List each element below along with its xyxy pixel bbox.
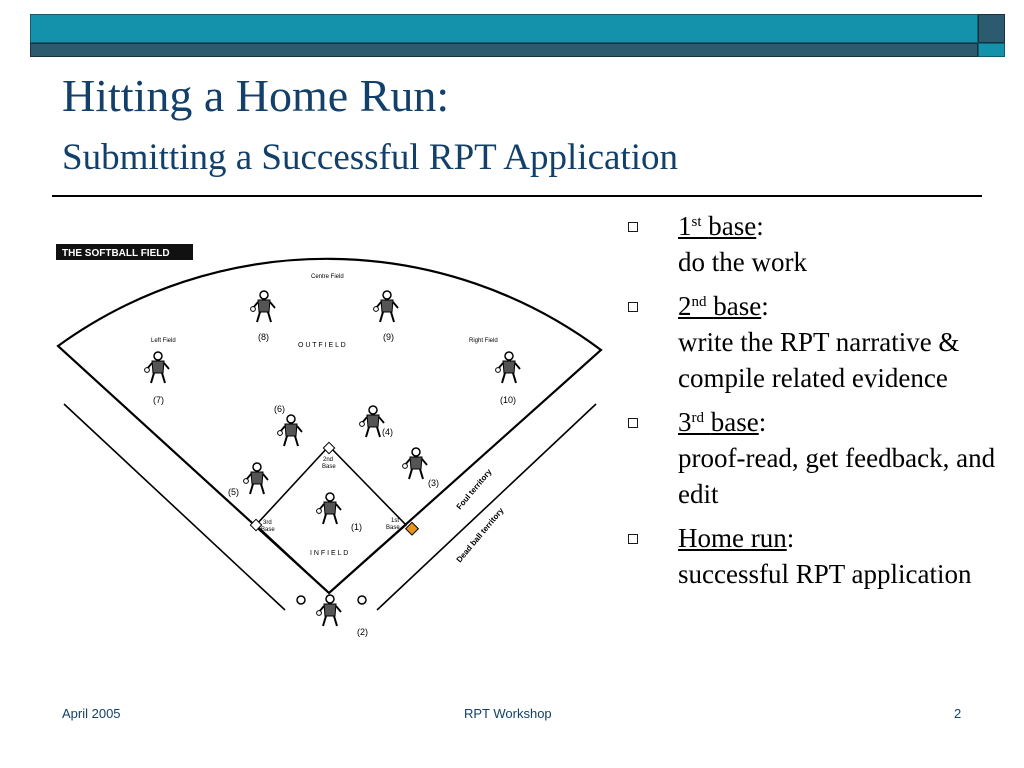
label-second-base-2: Base <box>322 464 336 470</box>
bullet-label: Home run <box>678 523 787 553</box>
bullet-home-run: Home run: successful RPT application <box>620 520 1010 592</box>
player-left-centre <box>249 290 276 323</box>
player-second-base <box>358 405 385 438</box>
position-10: (10) <box>500 395 516 405</box>
player-pitcher <box>315 492 342 525</box>
bullet-label: 3rd base <box>678 407 759 437</box>
position-3: (3) <box>428 478 439 488</box>
position-7: (7) <box>153 395 164 405</box>
label-first-base-1: 1st <box>391 518 399 524</box>
footer-date: April 2005 <box>62 706 121 721</box>
bullet-description: proof-read, get feedback, and edit <box>678 443 996 509</box>
label-centre-field: Centre Field <box>311 274 344 280</box>
position-4: (4) <box>382 427 393 437</box>
slide-title: Hitting a Home Run: <box>62 70 450 121</box>
title-divider <box>52 195 982 197</box>
header-bar-teal <box>30 14 978 43</box>
bullet-first-base: 1st base: do the work <box>620 208 1010 280</box>
player-shortstop <box>276 414 303 447</box>
field-banner: THE SOFTBALL FIELD <box>62 248 170 259</box>
bullet-label: 2nd base <box>678 291 762 321</box>
header-square-teal <box>978 43 1005 57</box>
bullet-square-icon <box>628 302 638 312</box>
label-left-field: Left Field <box>151 338 176 344</box>
field-banner-bg <box>56 244 193 260</box>
label-second-base-1: 2nd <box>323 457 333 463</box>
batters-circle-right <box>357 595 367 605</box>
slide-subtitle: Submitting a Successful RPT Application <box>62 137 678 178</box>
footer-title: RPT Workshop <box>464 706 552 721</box>
player-third-base <box>242 462 269 495</box>
label-dead-ball-territory: Dead ball territory <box>455 506 506 565</box>
second-base-bag <box>322 441 336 455</box>
label-first-base-2: Base <box>386 525 400 531</box>
header-square-dark <box>978 14 1005 43</box>
position-9: (9) <box>383 332 394 342</box>
player-first-base <box>401 447 428 480</box>
label-third-base-2: Base <box>261 527 275 533</box>
bullet-square-icon <box>628 418 638 428</box>
position-8: (8) <box>258 332 269 342</box>
player-right-centre <box>372 290 399 323</box>
infield-diamond <box>254 444 408 595</box>
header-bar-dark <box>30 43 978 57</box>
bullet-second-base: 2nd base: write the RPT narrative & comp… <box>620 288 1010 396</box>
position-6: (6) <box>274 404 285 414</box>
position-2: (2) <box>357 627 368 637</box>
label-infield: I N F I E L D <box>310 550 348 557</box>
field-outline <box>56 257 603 595</box>
footer-page-number: 2 <box>954 706 962 721</box>
bullet-list: 1st base: do the work 2nd base: write th… <box>620 208 1010 600</box>
bullet-description: do the work <box>678 247 807 277</box>
bullet-third-base: 3rd base: proof-read, get feedback, and … <box>620 404 1010 512</box>
player-catcher <box>315 594 342 627</box>
player-left-field <box>143 351 170 384</box>
third-base-bag <box>249 518 263 532</box>
batters-circle-left <box>296 595 306 605</box>
first-base-bag <box>404 521 420 536</box>
bullet-label: 1st base <box>678 211 757 241</box>
label-outfield: O U T F I E L D <box>298 342 346 349</box>
position-1: (1) <box>351 522 362 532</box>
dead-ball-line-right <box>376 403 597 611</box>
player-right-field <box>494 351 521 384</box>
dead-ball-line-left <box>63 403 286 611</box>
bullet-square-icon <box>628 222 638 232</box>
label-right-field: Right Field <box>469 338 498 344</box>
bullet-description: write the RPT narrative & compile relate… <box>678 327 960 393</box>
position-5: (5) <box>228 487 239 497</box>
label-third-base-1: 3rd <box>263 520 272 526</box>
bullet-square-icon <box>628 534 638 544</box>
softball-field-diagram: THE SOFTBALL FIELD Centre Field Left Fie… <box>56 244 603 637</box>
bullet-description: successful RPT application <box>678 559 972 589</box>
